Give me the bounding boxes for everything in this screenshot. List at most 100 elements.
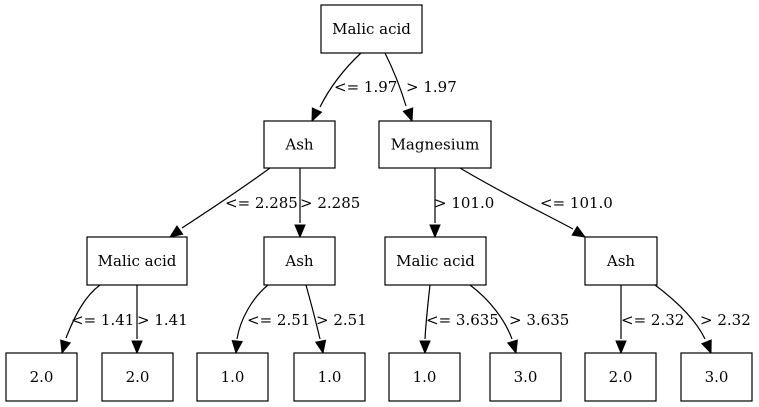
edge-label: <= 2.285 [225,194,298,212]
arrowhead-icon [131,340,143,355]
arrowhead-icon [506,339,518,355]
tree-edge: > 2.32 [654,284,751,355]
edge-label: <= 3.635 [426,311,499,329]
tree-edge: > 3.635 [469,284,569,355]
arrowhead-icon [429,224,441,239]
node-label: Malic acid [396,252,475,270]
tree-edge: <= 101.0 [459,167,613,238]
tree-edge: > 1.41 [131,285,188,355]
arrowhead-icon [701,339,712,355]
arrowhead-icon [419,340,431,355]
tree-edge: <= 2.32 [615,285,684,355]
edges-layer: <= 1.97 > 1.97 <= 2.285> 2.285 > 101.0 <= 10… [60,52,751,355]
edge-label: <= 1.97 [334,78,397,96]
arrowhead-icon [615,340,627,355]
arrowhead-icon [60,339,72,355]
edge-label: > 3.635 [509,311,569,329]
node-box [680,352,753,402]
node-label: 1.0 [221,368,245,386]
edge-line [65,284,101,339]
leaf-node: 2.0 [101,352,174,402]
leaf-node: 1.0 [388,352,461,402]
node-label: 1.0 [413,368,437,386]
node-box [320,4,423,54]
tree-edge: <= 2.285 [168,167,298,238]
tree-edge: <= 2.51 [231,284,310,355]
edge-line [459,167,574,230]
tree-edge: > 1.97 [384,52,457,123]
node-box [584,352,657,402]
node-label: Ash [284,252,314,270]
node-box [384,236,487,286]
arrowhead-icon [402,107,414,123]
node-box [196,352,269,402]
node-box [86,236,188,286]
node-label: Ash [606,252,636,270]
tree-edge: <= 1.41 [60,284,134,355]
edge-label: > 101.0 [434,194,494,212]
tree-edge: > 2.51 [305,284,367,355]
node-box [5,352,78,402]
tree-edge: > 101.0 [429,168,494,239]
edge-line [236,284,269,340]
node-box [293,352,366,402]
node-label: Magnesium [391,136,480,154]
leaf-node: 3.0 [680,352,753,402]
decision-node: Ash [263,236,336,286]
tree-edge: <= 1.97 [311,52,397,123]
node-box [101,352,174,402]
decision-node: Malic acid [320,4,423,54]
node-label: 1.0 [318,368,342,386]
decision-node: Magnesium [378,120,492,169]
edge-line [384,52,407,107]
node-box [489,352,562,402]
edge-label: <= 1.41 [71,311,134,329]
arrowhead-icon [314,339,327,355]
node-label: 3.0 [514,368,538,386]
edge-line [469,284,513,340]
node-box [263,236,336,286]
arrowhead-icon [571,225,587,238]
edge-line [319,52,362,108]
edge-line [181,167,271,229]
node-box [263,120,336,169]
leaf-node: 2.0 [584,352,657,402]
edge-label: > 2.51 [316,311,367,329]
node-label: 3.0 [705,368,729,386]
decision-node: Ash [584,236,658,286]
leaf-node: 3.0 [489,352,562,402]
tree-edge: <= 3.635 [419,284,499,355]
decision-node: Ash [263,120,336,169]
decision-node: Malic acid [86,236,188,286]
node-label: 2.0 [126,368,150,386]
tree-edge: > 2.285 [294,168,360,239]
edge-label: <= 101.0 [540,194,613,212]
arrowhead-icon [294,224,306,239]
node-label: Malic acid [98,252,177,270]
edge-label: > 1.97 [406,78,457,96]
leaf-node: 1.0 [196,352,269,402]
edge-line [654,284,706,340]
arrowhead-icon [231,339,243,355]
node-label: 2.0 [30,368,54,386]
edge-label: > 1.41 [137,311,188,329]
leaf-node: 2.0 [5,352,78,402]
node-box [388,352,461,402]
node-label: 2.0 [609,368,633,386]
edge-label: > 2.285 [300,194,360,212]
edge-line [305,284,321,340]
edge-label: > 2.32 [700,311,751,329]
edge-label: <= 2.51 [247,311,310,329]
node-box [584,236,658,286]
edge-line [424,284,431,340]
node-box [378,120,492,169]
node-label: Malic acid [332,20,411,38]
node-label: Ash [284,136,314,154]
leaf-node: 1.0 [293,352,366,402]
decision-node: Malic acid [384,236,487,286]
edge-label: <= 2.32 [621,311,684,329]
arrowhead-icon [168,225,184,238]
arrowhead-icon [311,107,323,123]
